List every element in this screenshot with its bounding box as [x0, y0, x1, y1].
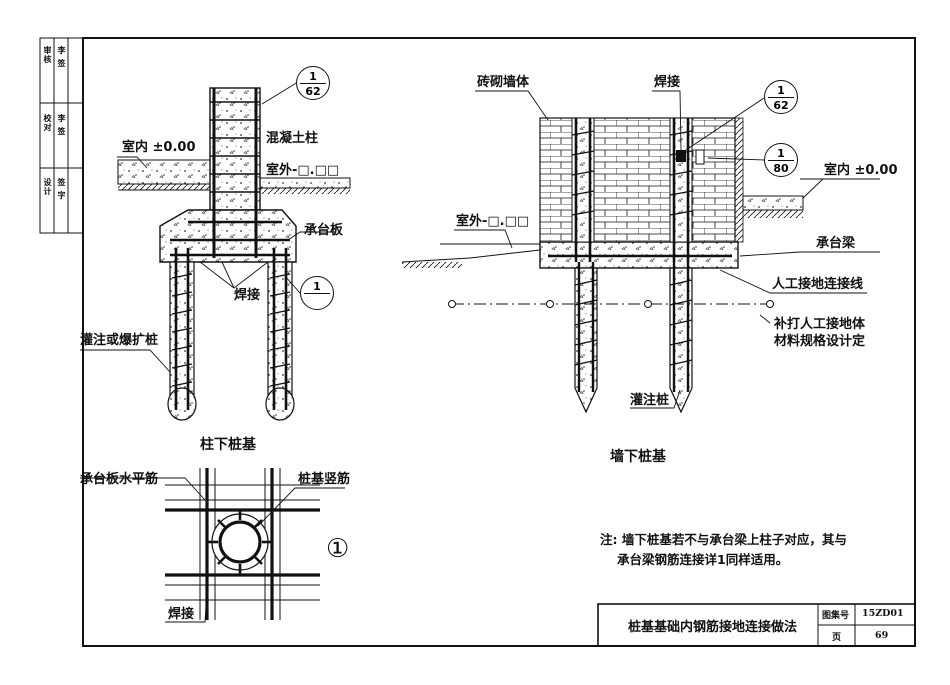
ref-number: 1: [777, 147, 785, 160]
ref-divider: [304, 293, 330, 294]
note-line-2: 承台梁钢筋连接详1同样适用。: [617, 552, 789, 567]
sidebar-name-1: 李 签: [57, 46, 67, 68]
sidebar-name-3: 签 字: [57, 178, 67, 200]
label-concrete-column: 混凝土柱: [266, 131, 319, 146]
label-pile-type: 灌注或爆扩桩: [80, 333, 159, 348]
ref-sheet: 62: [773, 99, 789, 112]
revision-sidebar: [39, 37, 84, 234]
detail-ref-bubble: 1 80: [764, 143, 798, 177]
detail-ref-bubble: 1: [300, 276, 334, 310]
title-block: [597, 603, 916, 647]
atlas-no-label: 图集号: [822, 611, 850, 621]
label-supplement-2: 材料规格设计定: [774, 334, 866, 349]
label-pile-cap: 承台板: [304, 223, 344, 238]
atlas-no: 15ZD01: [862, 608, 904, 619]
label-outdoor-level: 室外-□.□□: [266, 163, 340, 178]
label-ground-line: 人工接地连接线: [772, 277, 864, 292]
label-supplement-1: 补打人工接地体: [774, 317, 866, 332]
ref-number: 1: [313, 280, 321, 293]
label-brick-wall: 砖砌墙体: [477, 75, 530, 90]
drawing-title: 桩基基础内钢筋接地连接做法: [628, 620, 798, 635]
label-outdoor-level: 室外-□.□□: [456, 214, 530, 229]
ref-sheet: 80: [773, 162, 789, 175]
sidebar-role-1: 审核: [43, 46, 53, 64]
label-cap-horizontal-bar: 承台板水平筋: [80, 472, 159, 487]
note-line-1: 注: 墙下桩基若不与承台梁上柱子对应，其与: [600, 532, 847, 547]
ref-divider: [300, 83, 326, 84]
sidebar-role-3: 设计: [43, 178, 53, 196]
ref-number: 1: [777, 84, 785, 97]
label-weld: 焊接: [654, 75, 681, 90]
page-number: 69: [875, 630, 889, 641]
ref-divider: [768, 160, 794, 161]
label-indoor-level: 室内 ±0.00: [824, 163, 898, 178]
left-pile-detail: [80, 81, 351, 421]
label-pile-vertical-bar: 桩基竖筋: [298, 472, 351, 487]
label-indoor-level: 室内 ±0.00: [122, 140, 196, 155]
right-pile-detail: [401, 90, 880, 414]
sidebar-name-2: 李 签: [57, 114, 67, 136]
label-cast-pile: 灌注桩: [630, 393, 670, 408]
page-label: 页: [832, 633, 842, 643]
revision-sidebar-text: 审核 李 签 校对 李 签 设计 签 字: [40, 38, 84, 233]
caption-column-pile: 柱下桩基: [200, 437, 256, 453]
label-cap-beam: 承台梁: [816, 236, 856, 251]
detail-1-plan: [80, 468, 345, 623]
detail-ref-bubble: 1 62: [296, 66, 330, 100]
caption-wall-pile: 墙下桩基: [610, 449, 666, 465]
sidebar-role-2: 校对: [43, 114, 53, 132]
ref-sheet: 62: [305, 85, 321, 98]
ref-divider: [768, 97, 794, 98]
detail-1-marker: ①: [326, 534, 350, 564]
ref-number: 1: [309, 70, 317, 83]
sheet-border: [82, 37, 916, 647]
detail-ref-bubble: 1 62: [764, 80, 798, 114]
label-weld: 焊接: [168, 607, 195, 622]
label-weld: 焊接: [234, 288, 261, 303]
